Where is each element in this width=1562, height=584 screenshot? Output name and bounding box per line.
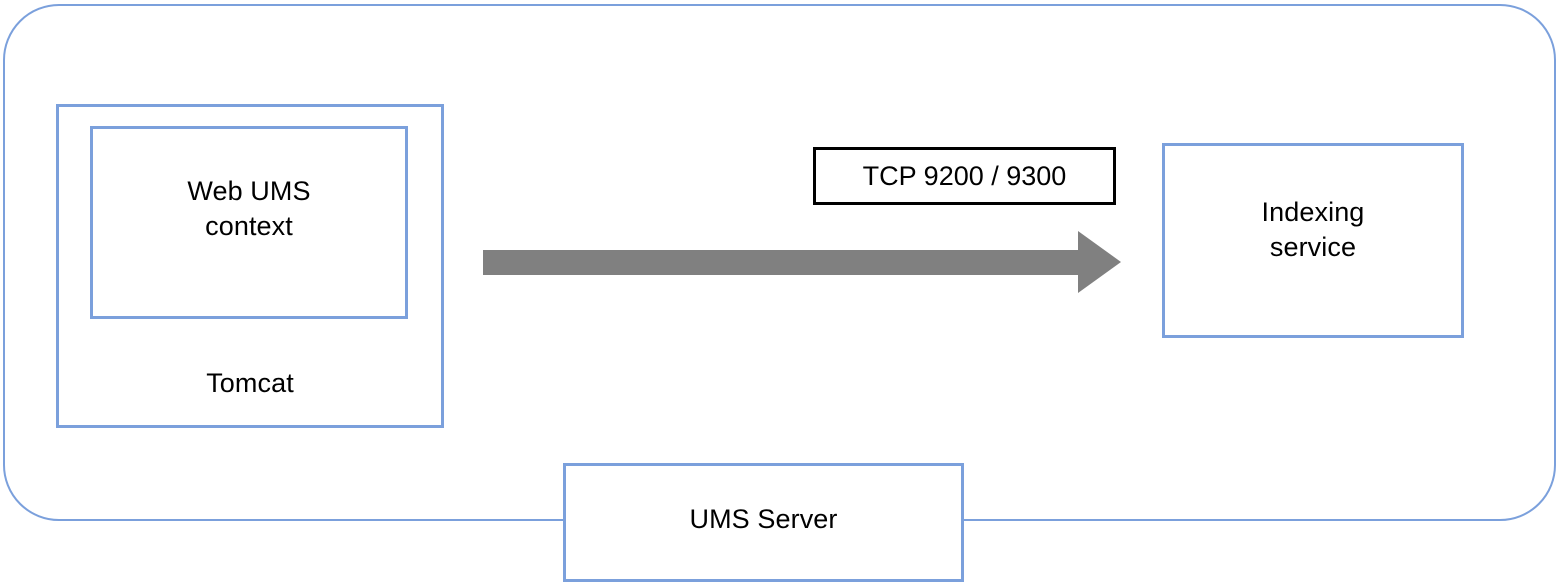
node-web-ums-context-label: Web UMS context [187,175,311,241]
node-ums-server[interactable]: UMS Server [563,463,964,582]
node-ums-server-label: UMS Server [689,504,838,535]
node-indexing-service[interactable]: Indexing service [1162,143,1464,338]
connector-label-text: TCP 9200 / 9300 [862,160,1067,191]
node-indexing-service-label: Indexing service [1261,196,1365,262]
node-tomcat-label: Tomcat [206,368,294,399]
arrow-tomcat-to-indexing-icon [483,231,1121,293]
connector-label-tcp-ports: TCP 9200 / 9300 [813,147,1116,205]
node-web-ums-context[interactable]: Web UMS context [90,126,408,319]
